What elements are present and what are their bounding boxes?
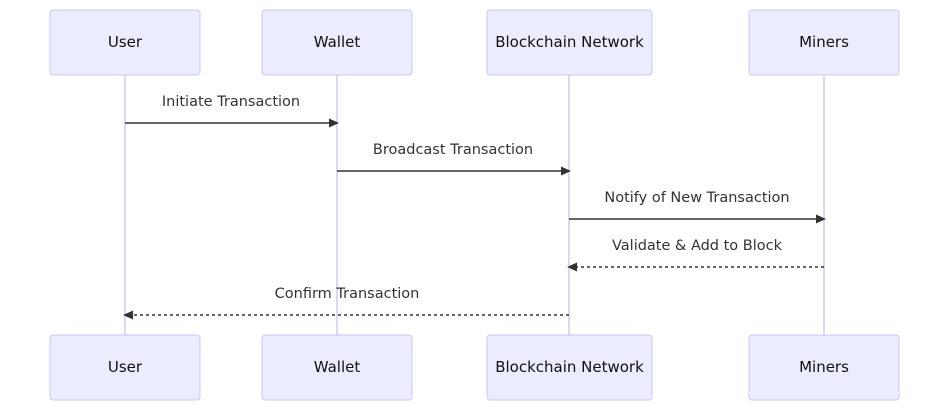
messages: Initiate Transaction Broadcast Transacti… — [123, 94, 826, 320]
actor-top-user-label: User — [108, 33, 143, 51]
message-label: Initiate Transaction — [162, 94, 300, 110]
message-initiate-transaction: Initiate Transaction — [125, 94, 339, 128]
actor-top-miners-label: Miners — [799, 33, 849, 51]
message-label: Broadcast Transaction — [373, 142, 533, 158]
arrowhead-left — [123, 310, 133, 320]
actor-bottom-wallet-label: Wallet — [314, 358, 361, 376]
message-label: Validate & Add to Block — [612, 238, 783, 254]
message-validate-add-to-block: Validate & Add to Block — [567, 238, 824, 272]
actor-bottom-user-label: User — [108, 358, 143, 376]
actor-bottom-user: User — [49, 334, 201, 401]
actors-bottom: User Wallet Blockchain Network Miners — [49, 334, 900, 401]
actors-top: User Wallet Blockchain Network Miners — [49, 9, 900, 76]
actor-top-network-label: Blockchain Network — [495, 33, 644, 51]
lifelines — [124, 75, 825, 336]
actor-top-network: Blockchain Network — [486, 9, 653, 76]
message-label: Confirm Transaction — [275, 286, 420, 302]
actor-bottom-miners: Miners — [748, 334, 900, 401]
arrowhead-right — [561, 166, 571, 176]
message-confirm-transaction: Confirm Transaction — [123, 286, 569, 320]
actor-bottom-miners-label: Miners — [799, 358, 849, 376]
arrowhead-left — [567, 262, 577, 272]
actor-bottom-wallet: Wallet — [261, 334, 413, 401]
message-notify-new-transaction: Notify of New Transaction — [569, 190, 826, 224]
actor-top-wallet-label: Wallet — [314, 33, 361, 51]
message-label: Notify of New Transaction — [604, 190, 789, 206]
actor-top-miners: Miners — [748, 9, 900, 76]
actor-top-user: User — [49, 9, 201, 76]
arrowhead-right — [816, 214, 826, 224]
message-broadcast-transaction: Broadcast Transaction — [337, 142, 571, 176]
actor-bottom-network: Blockchain Network — [486, 334, 653, 401]
actor-bottom-network-label: Blockchain Network — [495, 358, 644, 376]
actor-top-wallet: Wallet — [261, 9, 413, 76]
arrowhead-right — [329, 118, 339, 128]
